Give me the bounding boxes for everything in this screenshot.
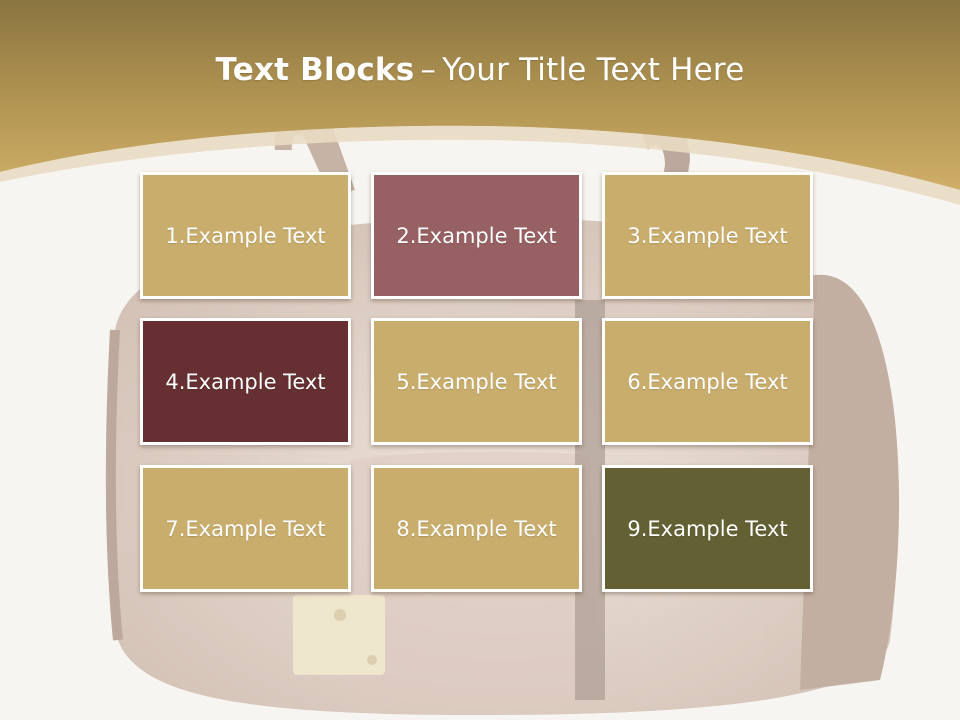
text-block-label: 6.Example Text	[627, 369, 788, 394]
title-dash: –	[420, 52, 437, 88]
text-block-3[interactable]: 3.Example Text	[602, 172, 813, 299]
text-block-label: 7.Example Text	[165, 516, 326, 541]
text-block-label: 2.Example Text	[396, 223, 557, 248]
text-block-8[interactable]: 8.Example Text	[371, 465, 582, 592]
title-bold-part: Text Blocks	[215, 52, 415, 88]
text-block-4[interactable]: 4.Example Text	[140, 318, 351, 445]
text-block-7[interactable]: 7.Example Text	[140, 465, 351, 592]
text-block-label: 4.Example Text	[165, 369, 326, 394]
text-block-2[interactable]: 2.Example Text	[371, 172, 582, 299]
text-block-label: 3.Example Text	[627, 223, 788, 248]
text-block-label: 9.Example Text	[627, 516, 788, 541]
text-block-label: 5.Example Text	[396, 369, 557, 394]
text-block-label: 1.Example Text	[165, 223, 326, 248]
title-rest-part: Your Title Text Here	[442, 52, 745, 88]
text-block-label: 8.Example Text	[396, 516, 557, 541]
text-block-9[interactable]: 9.Example Text	[602, 465, 813, 592]
text-block-6[interactable]: 6.Example Text	[602, 318, 813, 445]
slide-title: Text Blocks–Your Title Text Here	[0, 52, 960, 88]
text-block-5[interactable]: 5.Example Text	[371, 318, 582, 445]
text-block-1[interactable]: 1.Example Text	[140, 172, 351, 299]
